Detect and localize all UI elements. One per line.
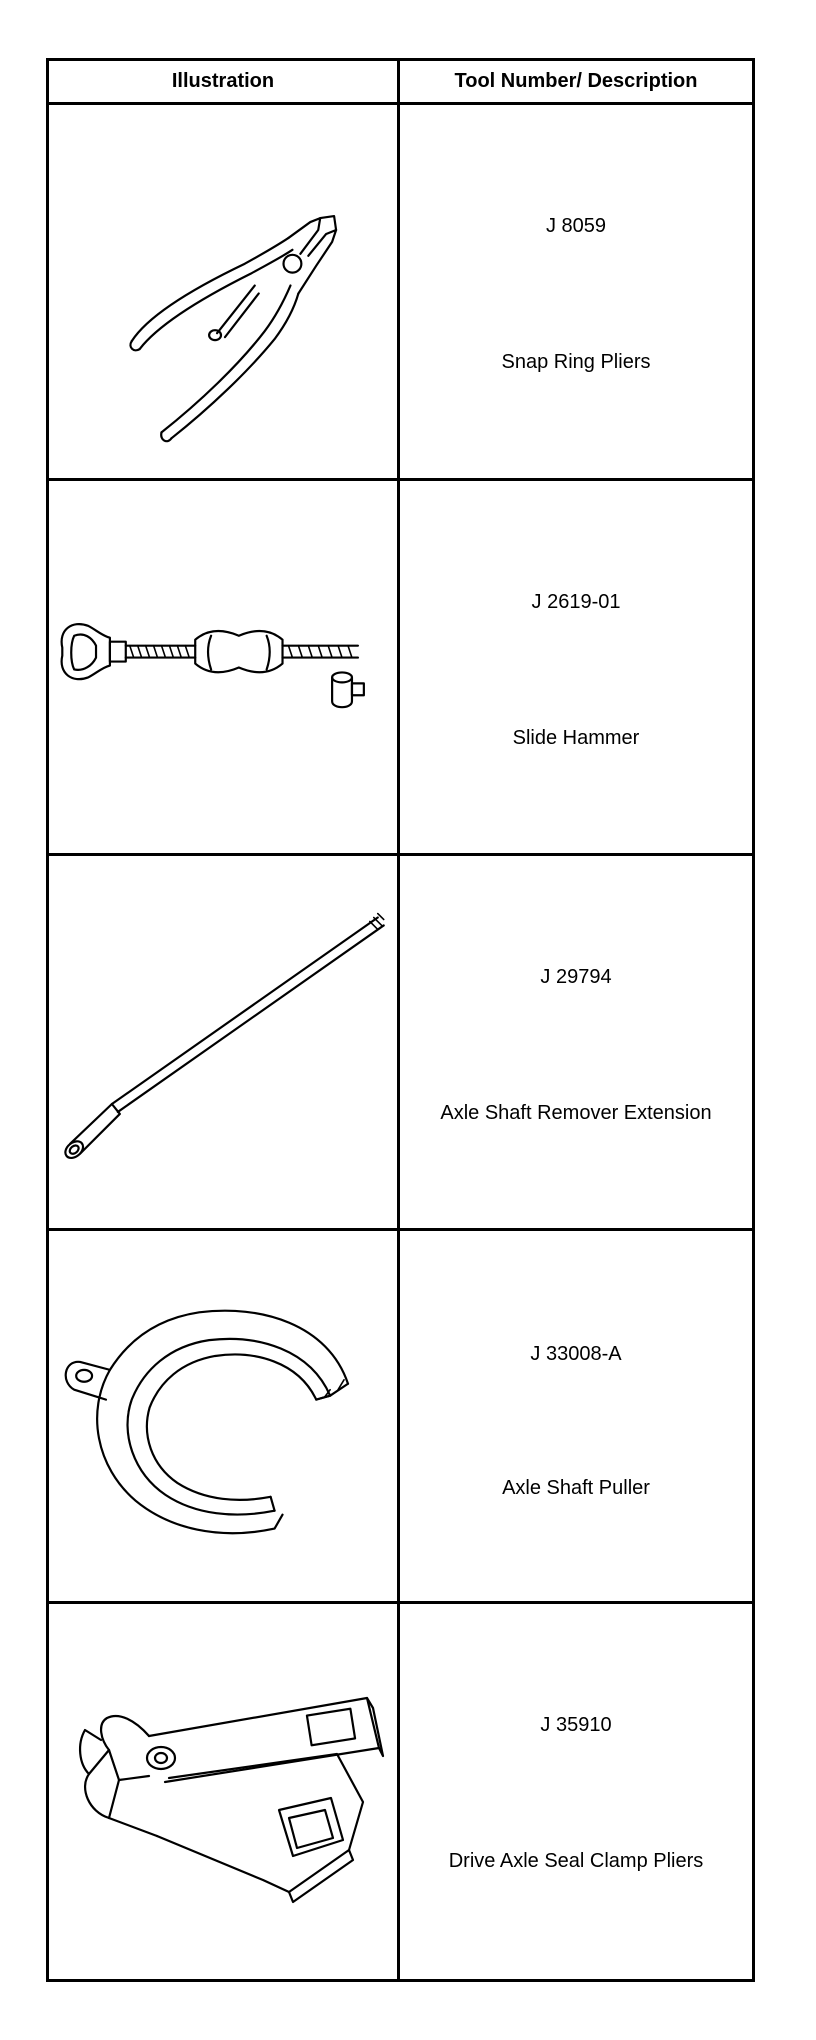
drive-axle-seal-clamp-pliers-icon: [49, 1604, 397, 1979]
tool-number: J 2619-01: [531, 591, 621, 613]
table-row: J 33008-A Axle Shaft Puller: [49, 1231, 752, 1604]
tool-number: J 35910: [540, 1714, 612, 1736]
tool-number: J 29794: [540, 966, 612, 988]
tool-name: Slide Hammer: [512, 727, 640, 749]
tool-description-cell: J 29794 Axle Shaft Remover Extension: [400, 856, 752, 1228]
axle-shaft-puller-icon: [49, 1231, 397, 1601]
table-header: Illustration Tool Number/ Description: [49, 61, 752, 105]
snap-ring-pliers-icon: [49, 105, 397, 478]
header-tool-description: Tool Number/ Description: [454, 70, 698, 92]
tool-description-cell: J 33008-A Axle Shaft Puller: [400, 1231, 752, 1601]
tool-description-cell: J 8059 Snap Ring Pliers: [400, 105, 752, 478]
column-divider: [397, 61, 400, 1979]
header-illustration: Illustration: [171, 70, 275, 92]
slide-hammer-icon: [49, 481, 397, 853]
table-row: J 2619-01 Slide Hammer: [49, 481, 752, 856]
tool-name: Axle Shaft Remover Extension: [440, 1102, 712, 1124]
tool-number: J 8059: [545, 215, 607, 237]
tool-name: Axle Shaft Puller: [502, 1477, 650, 1499]
table-row: J 35910 Drive Axle Seal Clamp Pliers: [49, 1604, 752, 1979]
table-row: J 8059 Snap Ring Pliers: [49, 105, 752, 481]
tool-description-cell: J 35910 Drive Axle Seal Clamp Pliers: [400, 1604, 752, 1979]
tool-number: J 33008-A: [530, 1343, 622, 1365]
table-row: J 29794 Axle Shaft Remover Extension: [49, 856, 752, 1231]
tool-name: Snap Ring Pliers: [501, 351, 651, 373]
axle-shaft-remover-extension-icon: [49, 856, 397, 1228]
tool-name: Drive Axle Seal Clamp Pliers: [448, 1850, 704, 1872]
special-tools-table: Illustration Tool Number/ Description: [46, 58, 755, 1982]
tool-description-cell: J 2619-01 Slide Hammer: [400, 481, 752, 853]
